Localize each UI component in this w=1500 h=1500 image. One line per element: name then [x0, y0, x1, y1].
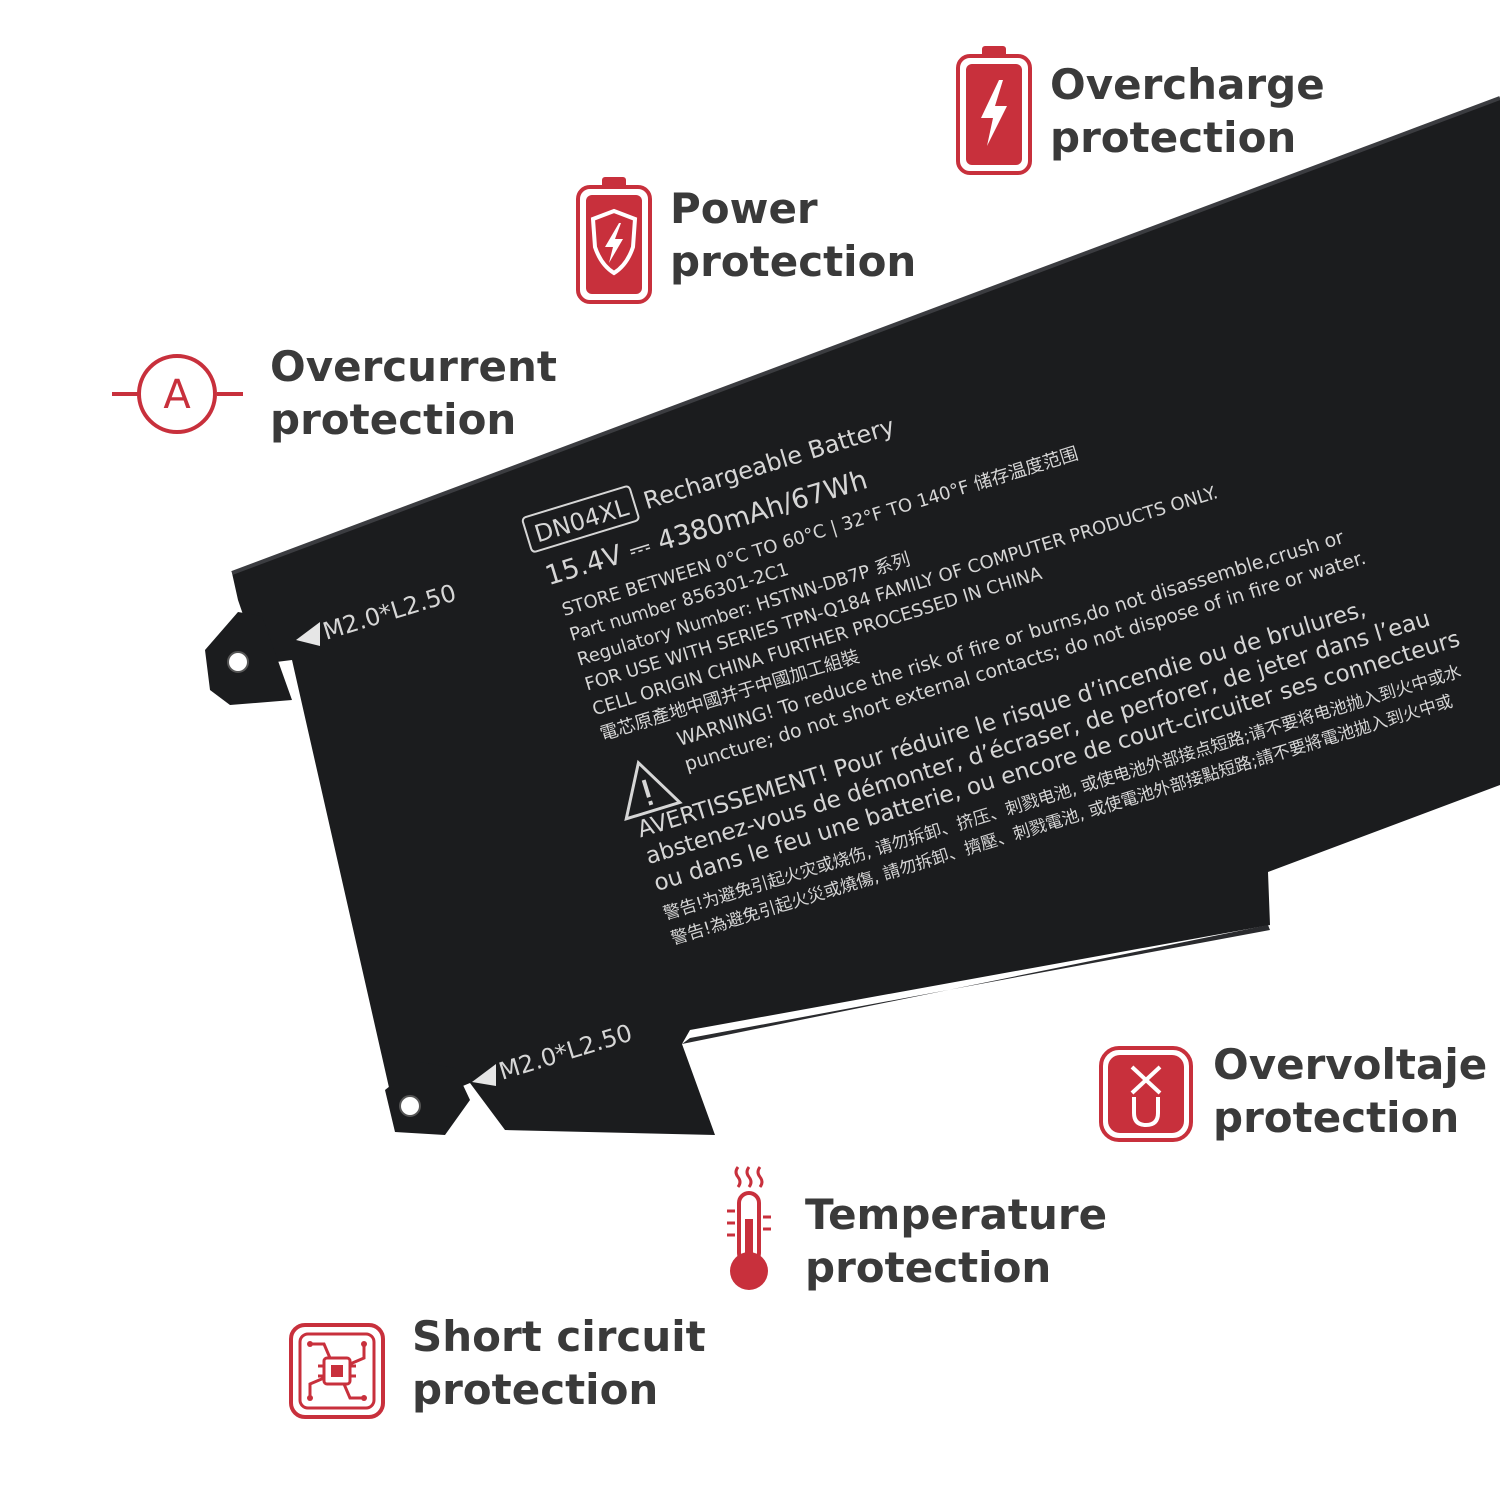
warning-triangle-icon	[624, 759, 683, 822]
power-title: Power	[670, 184, 818, 233]
thermometer-icon	[727, 1166, 771, 1290]
battery-bolt-icon	[956, 46, 1032, 175]
circuit-chip-icon	[289, 1323, 385, 1419]
overcharge-title: Overcharge	[1050, 60, 1325, 109]
screw-marker-bottom-icon	[472, 1064, 496, 1086]
temperature-title: Temperature	[805, 1190, 1108, 1239]
short-circuit-title: Short circuit	[412, 1312, 706, 1361]
power-subtitle: protection	[670, 237, 917, 286]
battery-body	[232, 98, 1500, 1135]
temperature-subtitle: protection	[805, 1243, 1052, 1292]
overvoltage-title: Overvoltaje	[1213, 1040, 1488, 1089]
ammeter-icon: A	[112, 354, 243, 434]
overcurrent-title: Overcurrent	[270, 342, 557, 391]
mounting-tab-top	[205, 612, 292, 705]
voltage-icon	[1099, 1046, 1193, 1142]
screw-marker-top-icon	[296, 622, 320, 646]
overcurrent-subtitle: protection	[270, 395, 517, 444]
mounting-tab-bottom	[385, 1062, 470, 1135]
battery-shield-icon	[576, 177, 652, 304]
svg-text:A: A	[163, 372, 191, 418]
model-box	[521, 485, 640, 553]
overvoltage-subtitle: protection	[1213, 1093, 1460, 1142]
overcharge-subtitle: protection	[1050, 113, 1297, 162]
short-circuit-subtitle: protection	[412, 1365, 659, 1414]
